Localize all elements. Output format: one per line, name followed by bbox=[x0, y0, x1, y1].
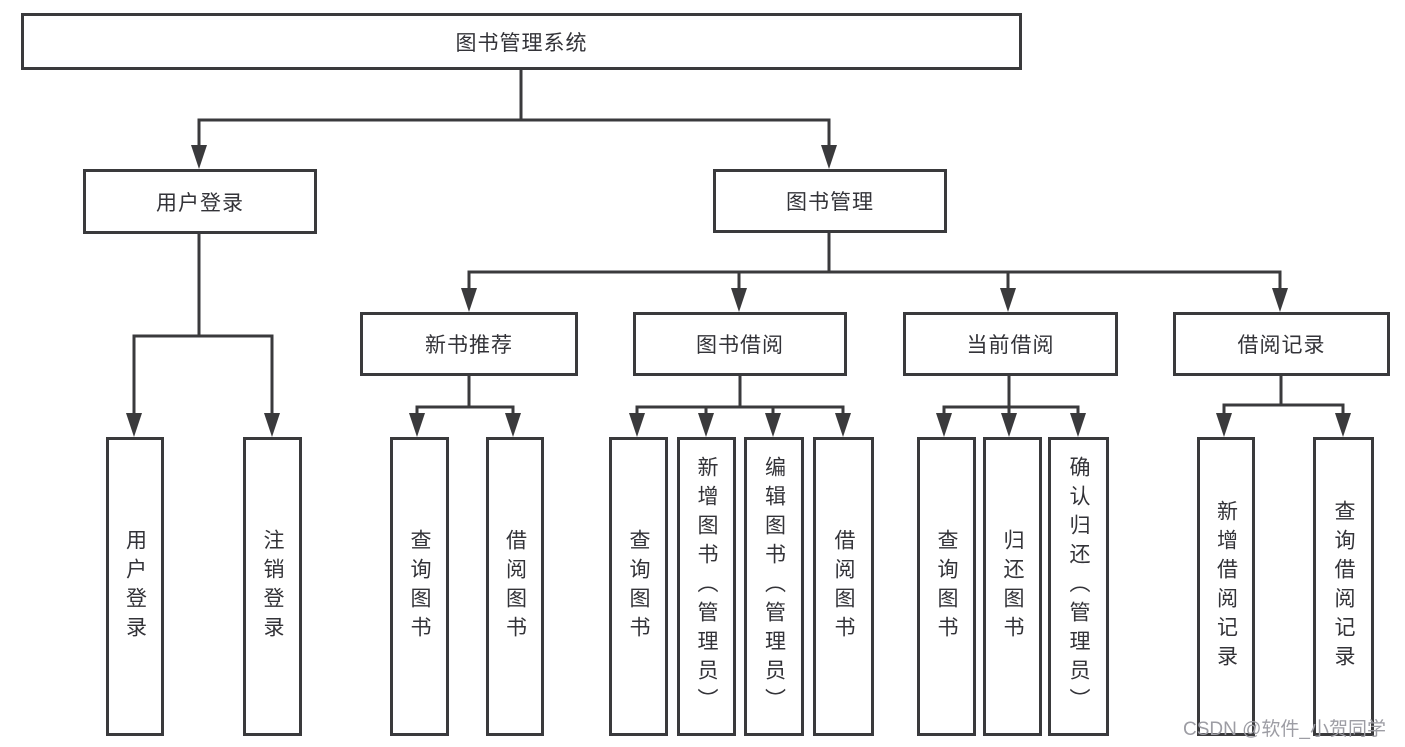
arrow-down-icon bbox=[409, 413, 425, 437]
arrow-down-icon bbox=[731, 288, 747, 312]
arrow-down-icon bbox=[1272, 288, 1288, 312]
leaf-borrow-books-borrowing: 借阅图书 bbox=[813, 437, 874, 736]
node-label: 查询图书 bbox=[627, 528, 650, 645]
arrow-down-icon bbox=[1335, 413, 1351, 437]
leaf-confirm-return-admin: 确认归还（管理员） bbox=[1048, 437, 1109, 736]
edge-root-to-branches bbox=[197, 69, 831, 152]
leaf-query-books-recommend: 查询图书 bbox=[390, 437, 449, 736]
node-label: 图书管理 bbox=[786, 191, 874, 214]
node-label: 新书推荐 bbox=[425, 334, 513, 357]
arrow-down-icon bbox=[264, 413, 280, 437]
arrow-down-icon bbox=[1216, 413, 1232, 437]
node-label: 借阅图书 bbox=[503, 528, 527, 645]
watermark-text: CSDN @软件_小贺同学 bbox=[1183, 719, 1386, 740]
node-label: 借阅图书 bbox=[832, 528, 855, 645]
arrow-down-icon bbox=[1000, 288, 1016, 312]
arrow-down-icon bbox=[126, 413, 142, 437]
leaf-query-borrow-record: 查询借阅记录 bbox=[1313, 437, 1374, 736]
node-label: 注销登录 bbox=[261, 528, 284, 645]
leaf-logout: 注销登录 bbox=[243, 437, 302, 736]
node-user-login: 用户登录 bbox=[83, 169, 317, 234]
arrow-down-icon bbox=[698, 413, 714, 437]
node-label: 查询借阅记录 bbox=[1332, 499, 1355, 674]
leaf-add-borrow-record: 新增借阅记录 bbox=[1197, 437, 1255, 736]
node-label: 借阅记录 bbox=[1237, 334, 1326, 357]
node-label: 确认归还（管理员） bbox=[1067, 456, 1090, 717]
node-label: 查询图书 bbox=[408, 528, 431, 645]
edge-borrow-to-leaves bbox=[635, 376, 845, 420]
leaf-return-books: 归还图书 bbox=[983, 437, 1042, 736]
arrow-down-icon bbox=[765, 413, 781, 437]
node-book-management: 图书管理 bbox=[713, 169, 947, 233]
arrow-down-icon bbox=[1001, 413, 1017, 437]
leaf-borrow-books-recommend: 借阅图书 bbox=[486, 437, 544, 736]
node-book-management-system: 图书管理系统 bbox=[21, 13, 1022, 70]
arrow-down-icon bbox=[936, 413, 952, 437]
arrow-down-icon bbox=[835, 413, 851, 437]
node-label: 用户登录 bbox=[123, 528, 147, 645]
node-label: 编辑图书（管理员） bbox=[762, 456, 786, 717]
node-new-book-recommendation: 新书推荐 bbox=[360, 312, 578, 376]
arrow-down-icon bbox=[1070, 413, 1086, 437]
arrow-down-icon bbox=[191, 145, 207, 169]
node-label: 归还图书 bbox=[1001, 528, 1024, 645]
node-book-borrowing: 图书借阅 bbox=[633, 312, 847, 376]
leaf-edit-book-admin: 编辑图书（管理员） bbox=[744, 437, 804, 736]
leaf-query-books-current: 查询图书 bbox=[917, 437, 976, 736]
node-current-borrowing: 当前借阅 bbox=[903, 312, 1118, 376]
leaf-query-books-borrowing: 查询图书 bbox=[609, 437, 668, 736]
leaf-add-book-admin: 新增图书（管理员） bbox=[677, 437, 736, 736]
arrow-down-icon bbox=[629, 413, 645, 437]
edge-records-to-leaves bbox=[1222, 376, 1345, 420]
node-label: 当前借阅 bbox=[966, 334, 1055, 357]
node-label: 用户登录 bbox=[156, 191, 244, 215]
arrow-down-icon bbox=[505, 413, 521, 437]
node-borrowing-records: 借阅记录 bbox=[1173, 312, 1390, 376]
node-label: 图书管理系统 bbox=[455, 31, 588, 55]
node-label: 新增图书（管理员） bbox=[695, 456, 718, 717]
edge-newrec-to-leaves bbox=[415, 376, 515, 420]
arrowheads bbox=[126, 145, 1351, 437]
node-label: 查询图书 bbox=[935, 528, 958, 645]
edge-bookmgmt-to-modules bbox=[467, 233, 1282, 295]
arrow-down-icon bbox=[461, 288, 477, 312]
leaf-user-login: 用户登录 bbox=[106, 437, 164, 736]
edge-userlogin-to-leaves bbox=[132, 233, 274, 420]
node-label: 新增借阅记录 bbox=[1214, 499, 1238, 674]
node-label: 图书借阅 bbox=[696, 334, 784, 357]
arrow-down-icon bbox=[821, 145, 837, 169]
